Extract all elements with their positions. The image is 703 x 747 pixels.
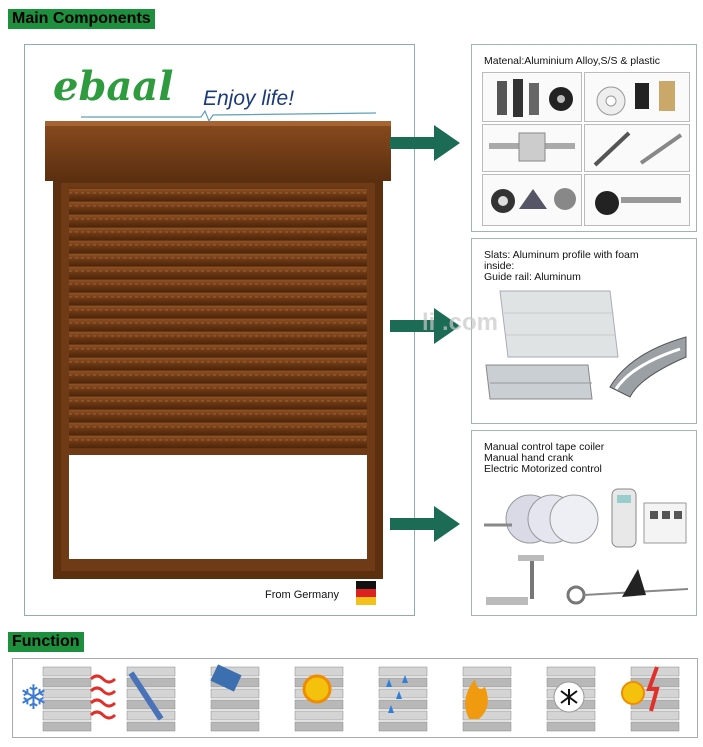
crank-hook-photo xyxy=(566,569,689,605)
slats-panel: Slats: Aluminum profile with foam inside… xyxy=(422,238,697,424)
sun-lightning-icon xyxy=(646,666,660,712)
function-strip: ❄ xyxy=(12,658,698,738)
materials-panel: Matenal:Aluminium Alloy,S/S & plastic xyxy=(471,44,697,232)
sun-icon xyxy=(302,674,332,704)
logo-text: ebaal xyxy=(53,63,174,110)
remote-control-photo xyxy=(611,488,637,548)
tape-coiler-photo xyxy=(484,494,599,544)
watermark: li .com xyxy=(422,309,499,336)
wall-switch-photo xyxy=(643,502,687,544)
arrow-to-controls-icon xyxy=(390,506,460,542)
fire-icon xyxy=(465,679,488,719)
controls-caption-line1: Manual control tape coiler xyxy=(484,441,605,453)
slats-caption-line3: Guide rail: Aluminum xyxy=(484,271,581,283)
parts-photo-locks xyxy=(584,124,690,172)
slats-caption-line1: Slats: Aluminum profile with foam xyxy=(484,249,639,261)
slogan: Enjoy life! xyxy=(203,87,295,110)
snowflake-icon: ❄ xyxy=(19,678,48,718)
shutter-slats xyxy=(69,187,367,449)
hand-crank-photo xyxy=(486,555,544,605)
controls-caption-line2: Manual hand crank xyxy=(484,452,574,464)
drill-icon xyxy=(210,664,242,692)
controls-panel: Manual control tape coiler Manual hand c… xyxy=(471,430,697,616)
controls-caption-line3: Electric Motorized control xyxy=(484,463,602,475)
product-panel: ebaal Enjoy life! xyxy=(24,44,415,616)
parts-photo-tubes xyxy=(482,72,582,122)
parts-photo-drive xyxy=(584,174,690,226)
slat-profile-photo xyxy=(485,290,687,400)
function-header: Function xyxy=(8,632,84,652)
germany-flag-icon xyxy=(356,581,376,605)
parts-photo-bearings xyxy=(482,174,582,226)
origin-label: From Germany xyxy=(265,589,339,601)
roller-shutter-illustration xyxy=(45,121,391,579)
parts-photo-caps xyxy=(584,72,690,122)
insect-icon xyxy=(560,689,578,705)
main-components-header: Main Components xyxy=(8,9,155,29)
rain-icon xyxy=(386,675,408,713)
arrow-to-slats-icon xyxy=(390,308,460,344)
parts-photo-brackets xyxy=(482,124,582,172)
heat-waves-icon xyxy=(89,674,117,720)
brand-logo: ebaal Enjoy life! xyxy=(51,63,377,123)
logo-underline-icon xyxy=(81,109,377,123)
slats-caption-line2: inside: xyxy=(484,260,515,272)
arrow-to-materials-icon xyxy=(390,125,460,161)
bat-icon xyxy=(128,671,164,721)
materials-caption: Matenal:Aluminium Alloy,S/S & plastic xyxy=(484,55,661,67)
function-strip-art: ❄ xyxy=(19,664,680,732)
